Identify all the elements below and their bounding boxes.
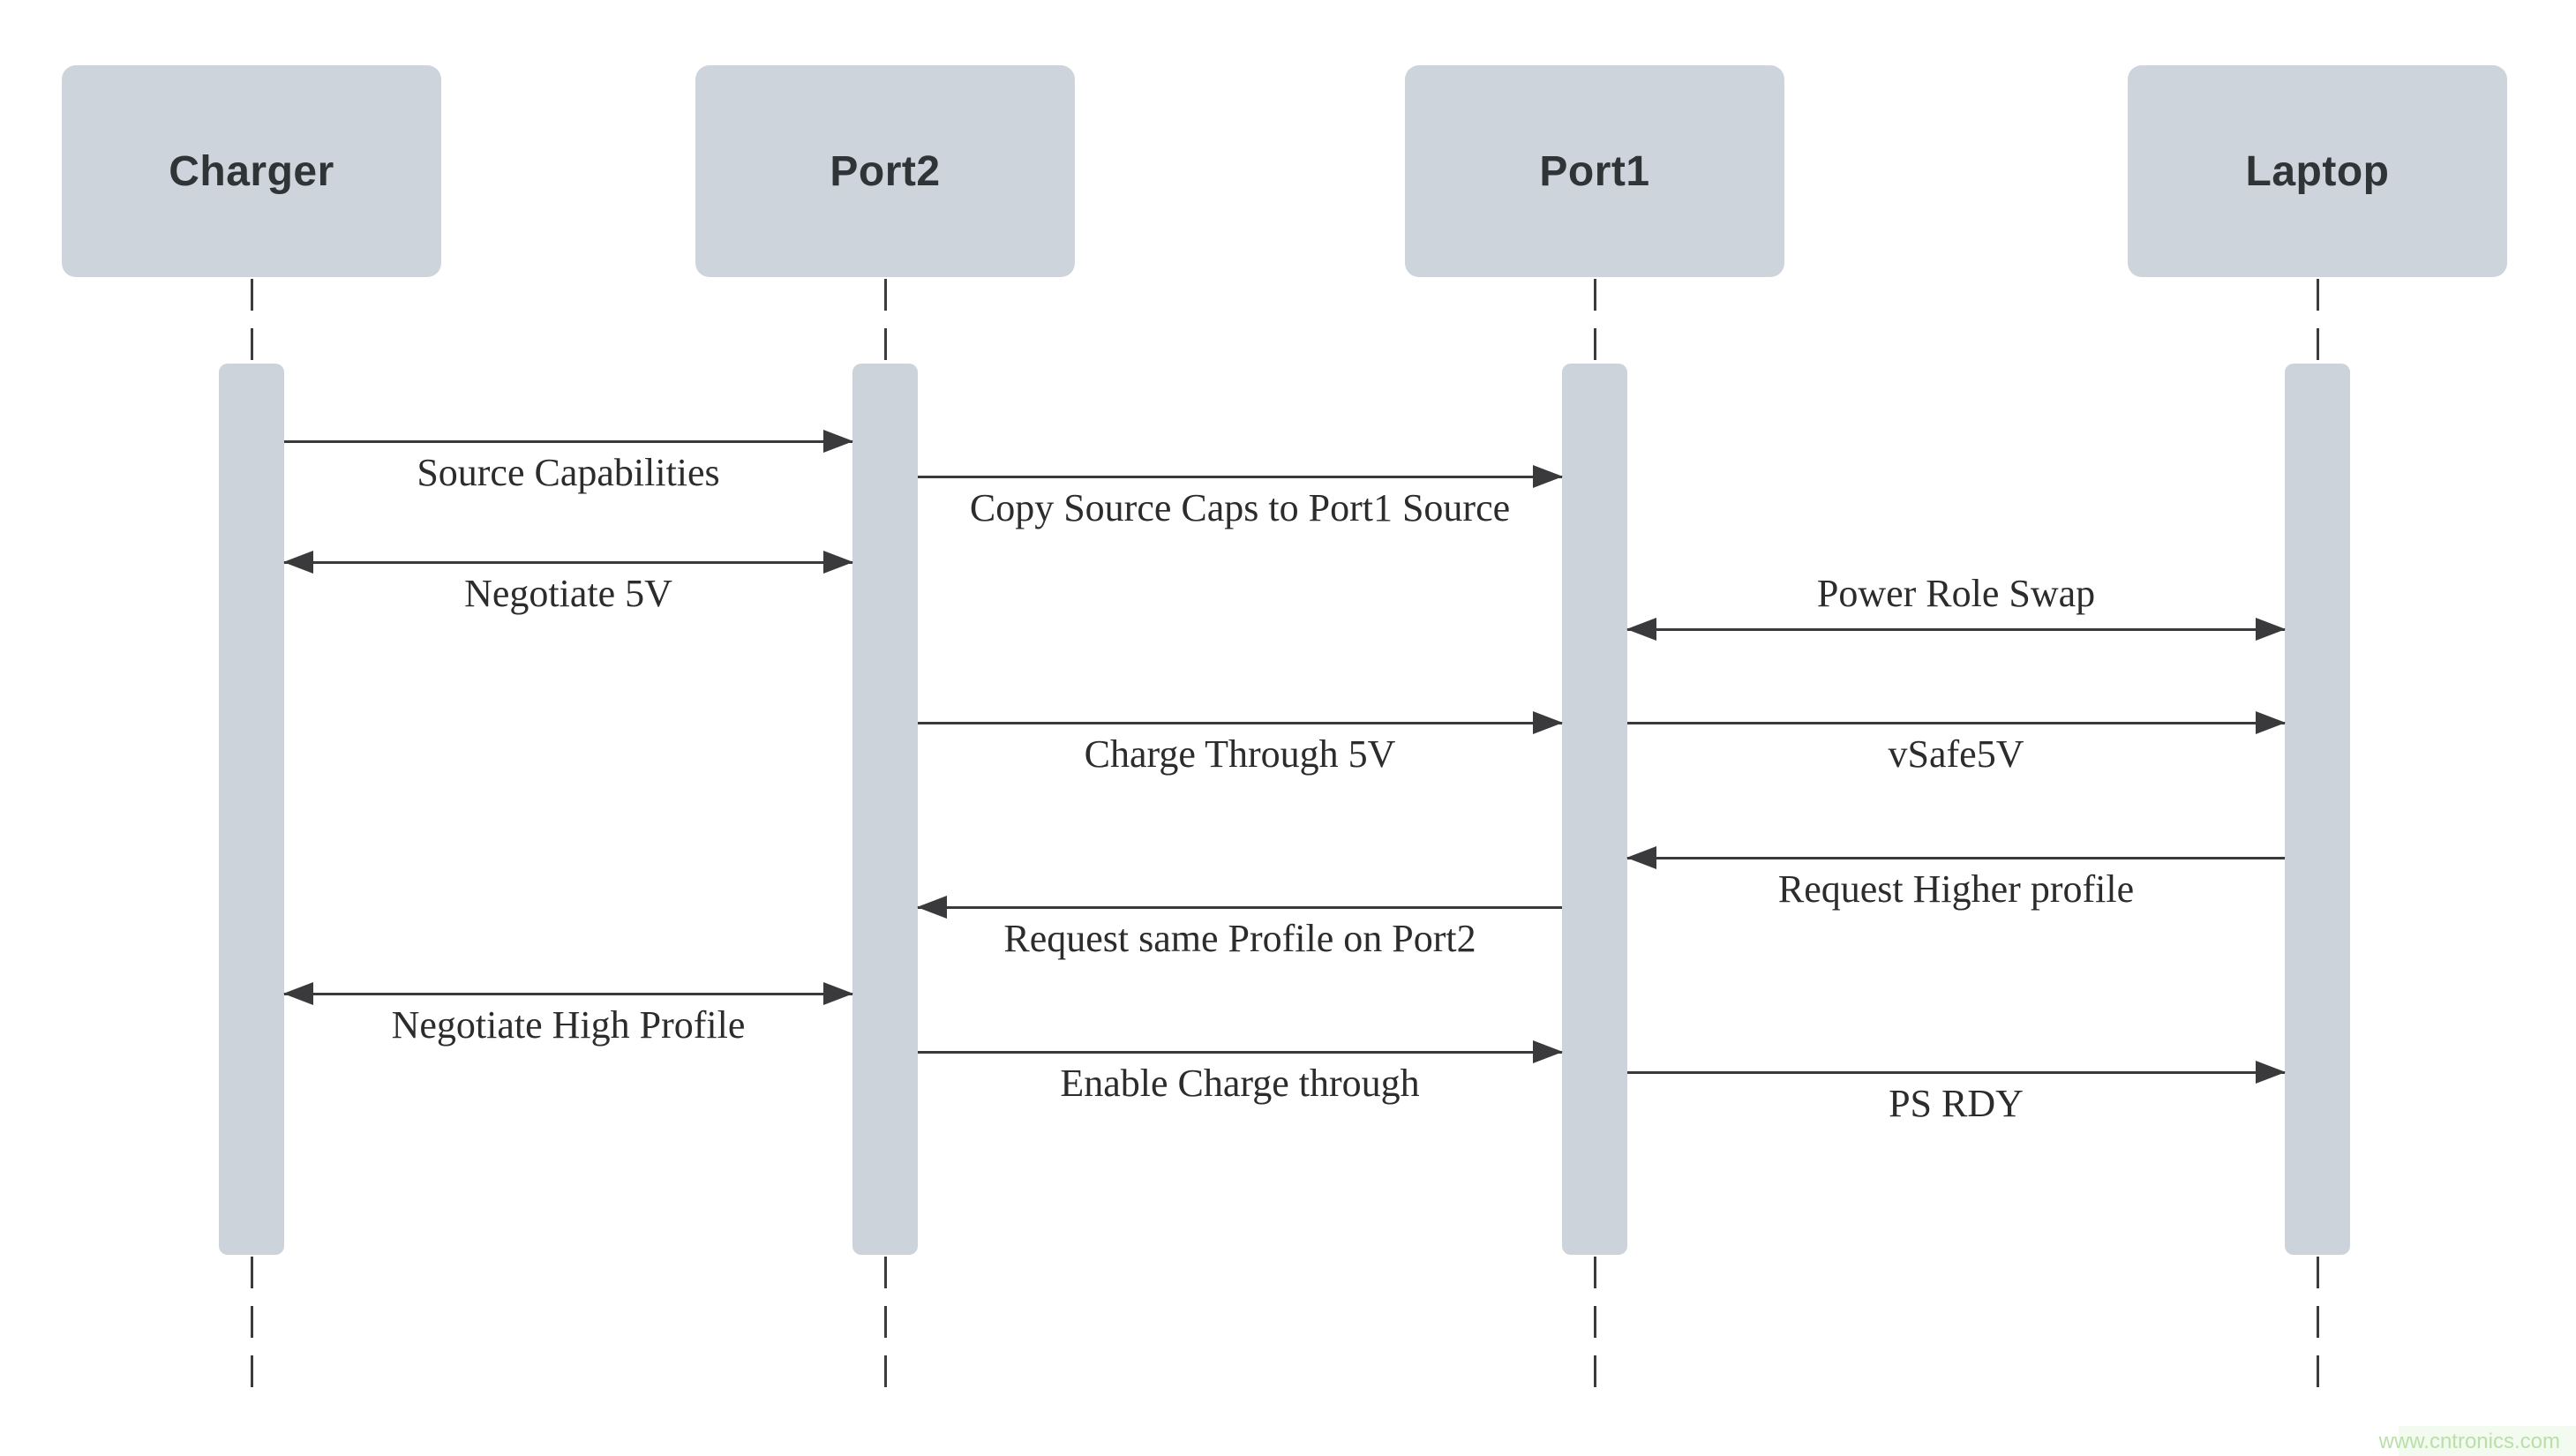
actor-label-charger: Charger	[169, 147, 334, 195]
message-line	[1627, 628, 2285, 631]
lifeline-bottom-dash-port2	[883, 1257, 887, 1391]
arrowhead-right-icon	[1533, 1040, 1563, 1063]
message-label-6: Request Higher profile	[1777, 867, 2135, 911]
message-label-2: Negotiate 5V	[464, 572, 672, 615]
arrowhead-right-icon	[823, 551, 853, 574]
watermark-tint	[2399, 1426, 2576, 1456]
message-line	[284, 440, 852, 443]
actor-box-laptop: Laptop	[2128, 65, 2507, 277]
actor-box-charger: Charger	[62, 65, 441, 277]
message-arrow-10	[1627, 1061, 2286, 1084]
arrowhead-right-icon	[2256, 711, 2286, 734]
message-arrow-2	[283, 551, 853, 574]
arrowhead-right-icon	[2256, 1061, 2286, 1084]
message-line	[1627, 1071, 2285, 1074]
actor-label-port2: Port2	[830, 147, 941, 195]
message-line	[918, 476, 1562, 478]
arrowhead-left-icon	[283, 982, 313, 1005]
message-line	[284, 993, 852, 995]
arrowhead-left-icon	[917, 896, 947, 919]
lifeline-bottom-dash-charger	[250, 1257, 253, 1391]
activation-bar-port2	[852, 364, 918, 1255]
arrowhead-left-icon	[1626, 618, 1656, 641]
message-label-8: Negotiate High Profile	[391, 1003, 746, 1047]
message-label-5: vSafe5V	[1888, 732, 2024, 776]
message-arrow-3	[1626, 618, 2286, 641]
arrowhead-right-icon	[1533, 711, 1563, 734]
message-arrow-0	[284, 430, 853, 453]
message-line	[918, 906, 1562, 909]
message-arrow-9	[918, 1040, 1563, 1063]
activation-bar-charger	[219, 364, 284, 1255]
message-line	[1627, 857, 2285, 859]
lifeline-top-dash-port1	[1593, 279, 1596, 364]
arrowhead-right-icon	[2256, 618, 2286, 641]
actor-box-port1: Port1	[1405, 65, 1784, 277]
message-label-9: Enable Charge through	[1060, 1062, 1420, 1105]
message-arrow-1	[918, 465, 1563, 488]
message-line	[1627, 722, 2285, 724]
message-arrow-5	[1627, 711, 2286, 734]
lifeline-top-dash-laptop	[2316, 279, 2319, 364]
watermark: www.cntronics.com	[2378, 1430, 2560, 1453]
actor-label-laptop: Laptop	[2245, 147, 2390, 195]
message-line	[284, 561, 852, 564]
actor-box-port2: Port2	[695, 65, 1075, 277]
activation-bar-port1	[1562, 364, 1627, 1255]
lifeline-bottom-dash-port1	[1593, 1257, 1596, 1391]
message-label-10: PS RDY	[1889, 1082, 2024, 1125]
lifeline-bottom-dash-laptop	[2316, 1257, 2319, 1391]
arrowhead-right-icon	[823, 982, 853, 1005]
message-arrow-4	[918, 711, 1563, 734]
message-arrow-7	[917, 896, 1562, 919]
message-arrow-6	[1626, 846, 2285, 869]
message-label-1: Copy Source Caps to Port1 Source	[969, 486, 1511, 529]
actor-label-port1: Port1	[1539, 147, 1650, 195]
message-line	[918, 1051, 1562, 1054]
activation-bar-laptop	[2285, 364, 2350, 1255]
arrowhead-left-icon	[283, 551, 313, 574]
message-label-7: Request same Profile on Port2	[1003, 917, 1476, 960]
arrowhead-right-icon	[1533, 465, 1563, 488]
lifeline-top-dash-charger	[250, 279, 253, 364]
message-label-0: Source Capabilities	[417, 451, 720, 494]
message-arrow-8	[283, 982, 853, 1005]
message-label-3: Power Role Swap	[1816, 572, 2096, 615]
lifeline-top-dash-port2	[883, 279, 887, 364]
arrowhead-right-icon	[823, 430, 853, 453]
message-label-4: Charge Through 5V	[1084, 732, 1396, 776]
message-line	[918, 722, 1562, 724]
arrowhead-left-icon	[1626, 846, 1656, 869]
